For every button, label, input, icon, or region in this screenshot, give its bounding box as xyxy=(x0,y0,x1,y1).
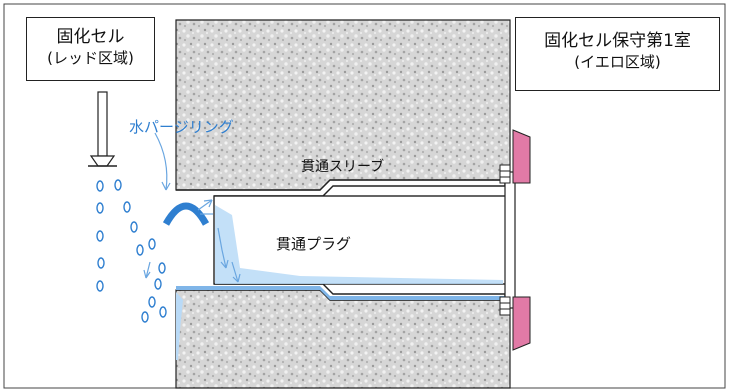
flange-upper xyxy=(512,129,531,184)
plug-label: 貫通プラグ xyxy=(276,235,352,253)
penetration-plug-body xyxy=(213,195,507,285)
spray-nozzle-stem xyxy=(97,91,108,157)
spray-nozzle-head xyxy=(89,155,116,167)
water-purging-ring xyxy=(162,202,210,226)
water-runoff xyxy=(176,292,183,360)
yellow-zone-title: 固化セル保守第1室 xyxy=(544,31,691,51)
water-channel-lower xyxy=(176,286,505,300)
sleeve-label: 貫通スリーブ xyxy=(301,159,385,175)
red-zone-label-box: 固化セル (レッド区域) xyxy=(26,17,155,81)
bolt-lower xyxy=(499,296,511,316)
bolt-upper xyxy=(499,164,511,184)
yellow-zone-label-box: 固化セル保守第1室 (イエロ区域) xyxy=(515,17,720,91)
water-purging-label: 水パージリング xyxy=(129,118,234,136)
flange-lower xyxy=(512,296,531,351)
red-zone-subtitle: (レッド区域) xyxy=(47,49,134,67)
yellow-zone-subtitle: (イエロ区域) xyxy=(574,53,661,71)
end-plate xyxy=(504,171,516,309)
water-droplets xyxy=(96,179,167,323)
flow-arrows xyxy=(143,132,241,283)
wall-lower-concrete xyxy=(175,289,511,389)
water-film xyxy=(215,205,503,284)
red-zone-title: 固化セル xyxy=(56,27,125,47)
